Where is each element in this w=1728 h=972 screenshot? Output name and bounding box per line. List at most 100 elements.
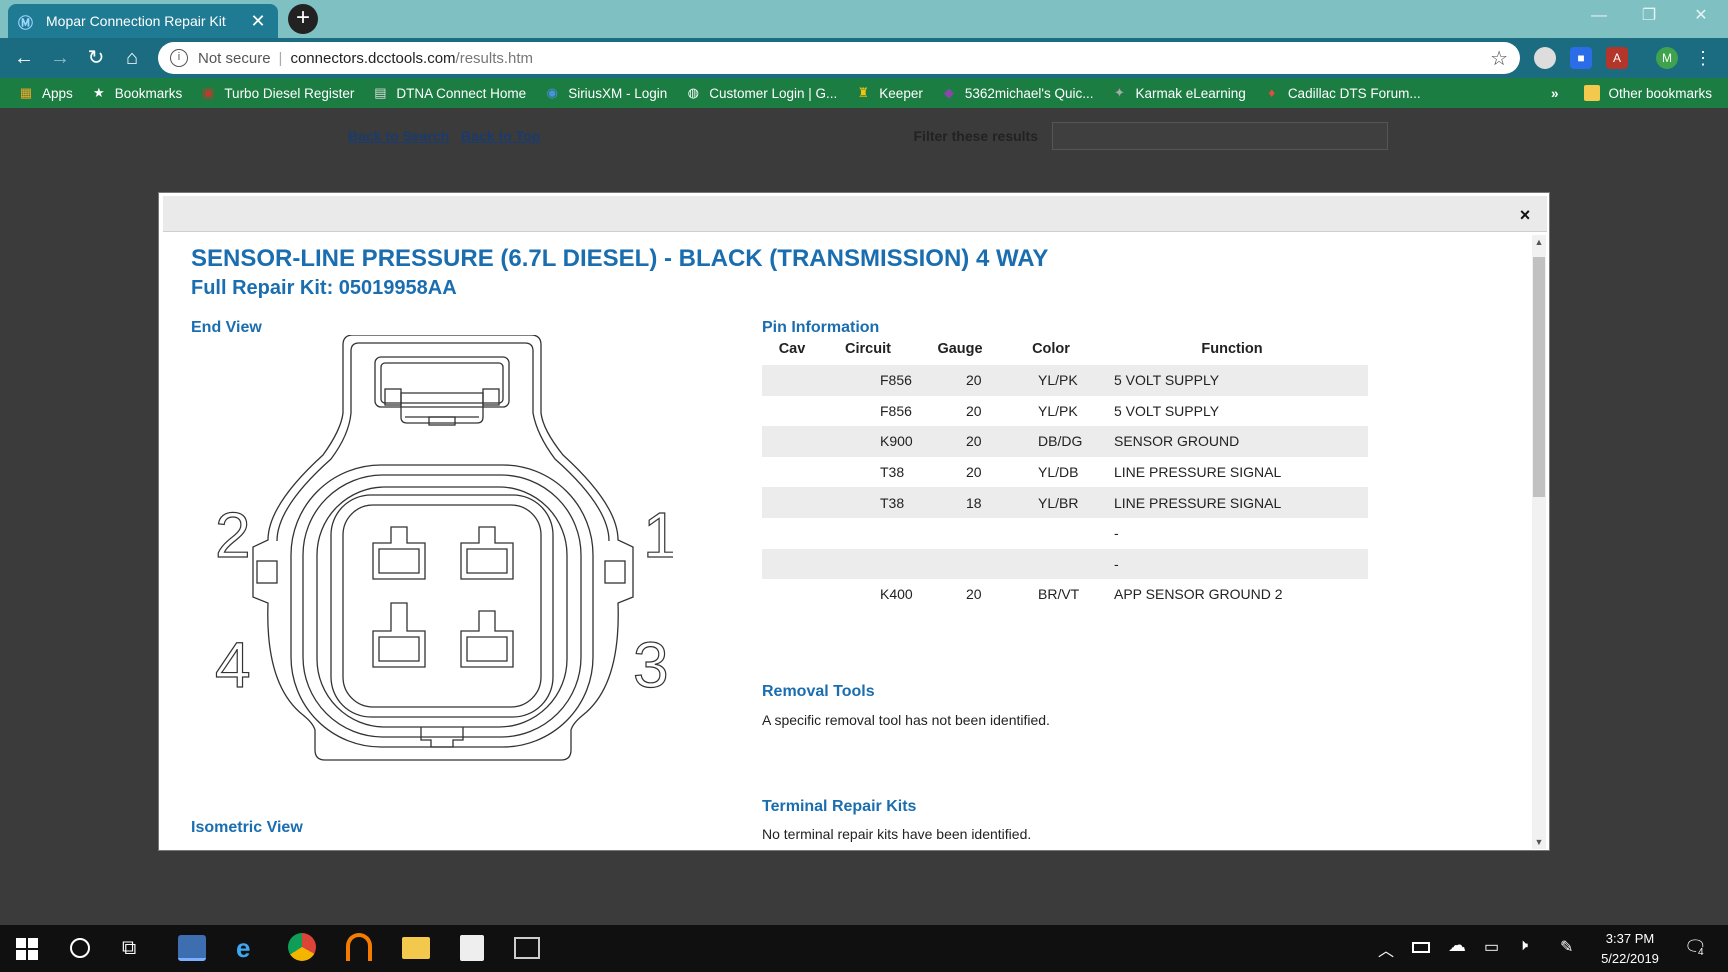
- modal-scrollbar[interactable]: ▲ ▼: [1532, 235, 1546, 849]
- info-icon[interactable]: i: [170, 49, 188, 67]
- pin-circuit: T38: [880, 464, 905, 481]
- pen-icon[interactable]: ✎: [1560, 939, 1574, 956]
- restore-icon[interactable]: ❐: [1641, 7, 1657, 24]
- pin-gauge: [914, 518, 1006, 549]
- pin-color: YL/BR: [1006, 487, 1096, 518]
- keeper-favicon: ♜: [857, 85, 870, 100]
- task-view-icon[interactable]: ⧉: [122, 937, 137, 959]
- windows-start-icon[interactable]: [16, 938, 38, 960]
- other-bookmarks-label: Other bookmarks: [1608, 85, 1712, 101]
- bookmark-label: Keeper: [879, 85, 923, 101]
- pin-cav: [762, 579, 822, 610]
- back-to-top-link[interactable]: Back to Top: [461, 128, 541, 144]
- home-icon[interactable]: ⌂: [125, 47, 139, 69]
- address-bar[interactable]: i Not secure | connectors.dcctools.com /…: [158, 42, 1520, 74]
- tray-chevron-icon[interactable]: ︿: [1378, 943, 1395, 960]
- acrobat-icon[interactable]: A: [1606, 47, 1628, 69]
- pin-3-label: 3: [633, 629, 669, 701]
- back-arrow-icon[interactable]: ←: [14, 47, 34, 69]
- scroll-thumb[interactable]: [1533, 257, 1545, 497]
- file-explorer-icon[interactable]: [402, 937, 430, 959]
- pin-circuit: [822, 518, 914, 549]
- new-tab-button[interactable]: +: [288, 4, 318, 34]
- chrome-icon[interactable]: [288, 933, 316, 961]
- bookmark-label: DTNA Connect Home: [396, 85, 527, 101]
- scroll-down-icon[interactable]: ▼: [1534, 837, 1544, 847]
- bookmark-item[interactable]: ◍Customer Login | G...: [685, 85, 838, 101]
- app-window-icon[interactable]: [514, 937, 540, 959]
- pin-2-label: 2: [215, 499, 251, 571]
- bookmark-item[interactable]: ★ Bookmarks: [91, 85, 183, 101]
- notification-icon[interactable]: 🗨4: [1684, 937, 1707, 958]
- pin-gauge: [914, 548, 1006, 580]
- pin-function: 5 VOLT SUPPLY: [1096, 365, 1368, 396]
- back-to-search-link[interactable]: Back to Search: [348, 128, 450, 144]
- bookmark-item[interactable]: ♦Cadillac DTS Forum...: [1264, 85, 1421, 101]
- clock-time: 3:37 PM: [1605, 931, 1655, 946]
- pin-function: SENSOR GROUND: [1096, 426, 1368, 457]
- modal-close-icon[interactable]: ×: [1519, 205, 1531, 225]
- col-color: Color: [1032, 341, 1070, 357]
- extension-shield-icon[interactable]: ■: [1570, 47, 1592, 69]
- minimize-icon[interactable]: —: [1591, 7, 1607, 24]
- pin-cav: [762, 487, 822, 518]
- bookmark-label: Karmak eLearning: [1135, 85, 1246, 101]
- bookmark-item[interactable]: ▦Apps: [18, 85, 73, 101]
- pin-color: YL/PK: [1006, 365, 1096, 396]
- pin-function: LINE PRESSURE SIGNAL: [1114, 464, 1282, 481]
- store-icon[interactable]: [460, 935, 484, 961]
- forward-arrow-icon[interactable]: →: [50, 47, 70, 69]
- volume-icon[interactable]: 🕨: [1518, 937, 1529, 954]
- app-orange-icon[interactable]: [346, 933, 372, 961]
- col-circuit: Circuit: [845, 341, 891, 357]
- modal-header: ×: [163, 196, 1547, 232]
- pin-cav: [762, 396, 822, 427]
- network-icon[interactable]: ▭: [1484, 939, 1500, 956]
- pin-function: -: [1096, 548, 1368, 580]
- pin-cav: [762, 457, 822, 488]
- star-icon: ★: [92, 85, 105, 100]
- bookmark-star-icon[interactable]: ☆: [1490, 47, 1508, 70]
- scroll-up-icon[interactable]: ▲: [1534, 237, 1544, 247]
- bookmarks-overflow-icon[interactable]: »: [1550, 85, 1559, 101]
- url-host: connectors.dcctools.com: [290, 49, 456, 67]
- isometric-view-heading: Isometric View: [191, 819, 303, 836]
- globe-icon: ◍: [687, 85, 699, 100]
- bookmark-item[interactable]: ◆5362michael's Quic...: [941, 85, 1094, 101]
- menu-kebab-icon[interactable]: ⋮: [1694, 48, 1712, 68]
- pin-color: [1006, 548, 1096, 580]
- karmak-favicon: ✦: [1114, 85, 1125, 100]
- browser-tab[interactable]: Ⓜ Mopar Connection Repair Kit ✕: [8, 4, 278, 38]
- bookmark-label: Bookmarks: [114, 85, 183, 101]
- tab-close-icon[interactable]: ✕: [250, 10, 266, 31]
- bookmark-item[interactable]: ▣Turbo Diesel Register: [200, 85, 354, 101]
- pin-gauge: 20: [966, 464, 982, 481]
- pin-circuit: K400: [880, 586, 913, 603]
- bookmark-item[interactable]: ◉SiriusXM - Login: [544, 85, 668, 101]
- pin-cav: [762, 548, 822, 580]
- other-bookmarks[interactable]: Other bookmarks: [1584, 85, 1712, 101]
- battery-icon[interactable]: [1412, 942, 1430, 953]
- filter-input[interactable]: [1052, 122, 1388, 150]
- reload-icon[interactable]: ↻: [87, 47, 105, 69]
- clock[interactable]: 3:37 PM 5/22/2019: [1590, 929, 1670, 969]
- browser-toolbar: ← → ↻ ⌂ i Not secure | connectors.dcctoo…: [0, 38, 1728, 78]
- cortana-search-icon[interactable]: [70, 938, 90, 958]
- title-bar: Ⓜ Mopar Connection Repair Kit ✕ + — ❐ ✕: [0, 0, 1728, 38]
- bookmark-item[interactable]: ♜ Keeper: [855, 85, 923, 101]
- bookmark-label: Cadillac DTS Forum...: [1287, 85, 1421, 101]
- pin-cav: [762, 426, 822, 457]
- internet-explorer-icon[interactable]: e: [236, 933, 251, 963]
- extension-circle-icon[interactable]: [1534, 47, 1556, 69]
- connector-title: SENSOR-LINE PRESSURE (6.7L DIESEL) - BLA…: [191, 245, 1049, 272]
- bookmark-item[interactable]: ✦ Karmak eLearning: [1111, 85, 1246, 101]
- bookmark-item[interactable]: ▤DTNA Connect Home: [372, 85, 526, 101]
- close-window-icon[interactable]: ✕: [1694, 7, 1708, 24]
- onedrive-icon[interactable]: ☁: [1448, 935, 1466, 955]
- app-pinned-icon[interactable]: [178, 935, 206, 961]
- tab-title: Mopar Connection Repair Kit: [46, 13, 226, 29]
- profile-avatar[interactable]: M: [1656, 47, 1678, 69]
